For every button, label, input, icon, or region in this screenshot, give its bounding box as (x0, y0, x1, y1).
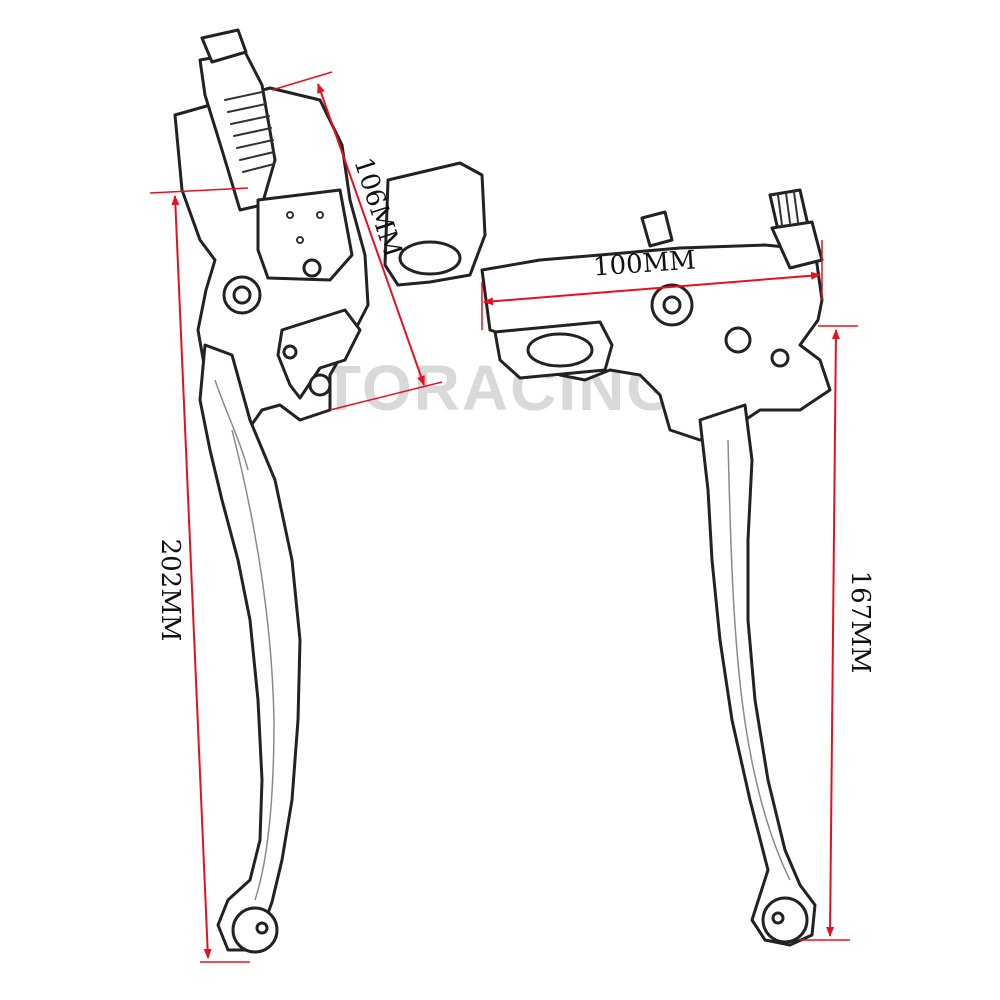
right-lever-blade (698, 403, 817, 947)
right-switch-screw (724, 326, 752, 354)
dimension-right-width: 100MM (481, 240, 823, 330)
dimension-label-167mm: 167MM (845, 571, 875, 674)
left-adjuster-nut (200, 28, 248, 64)
left-lever-assembly (173, 28, 487, 954)
left-switch-screw (302, 258, 322, 278)
left-cam-hole (308, 373, 332, 397)
right-lever-assembly (480, 188, 832, 947)
left-lever-ball-end (231, 906, 279, 954)
right-knob-ribs (777, 191, 799, 226)
right-lever-ball-end (761, 896, 809, 944)
left-clamp-bore (398, 240, 462, 276)
left-adjuster-thread (224, 91, 275, 173)
right-mirror-screw (640, 210, 674, 248)
dimension-label-202mm: 202MM (155, 539, 185, 642)
dimension-left-total: 202MM (149, 187, 250, 963)
dimension-right-lever: 167MM (800, 325, 875, 941)
dimension-label-100mm: 100MM (592, 245, 697, 282)
left-lever-blade (198, 343, 302, 952)
